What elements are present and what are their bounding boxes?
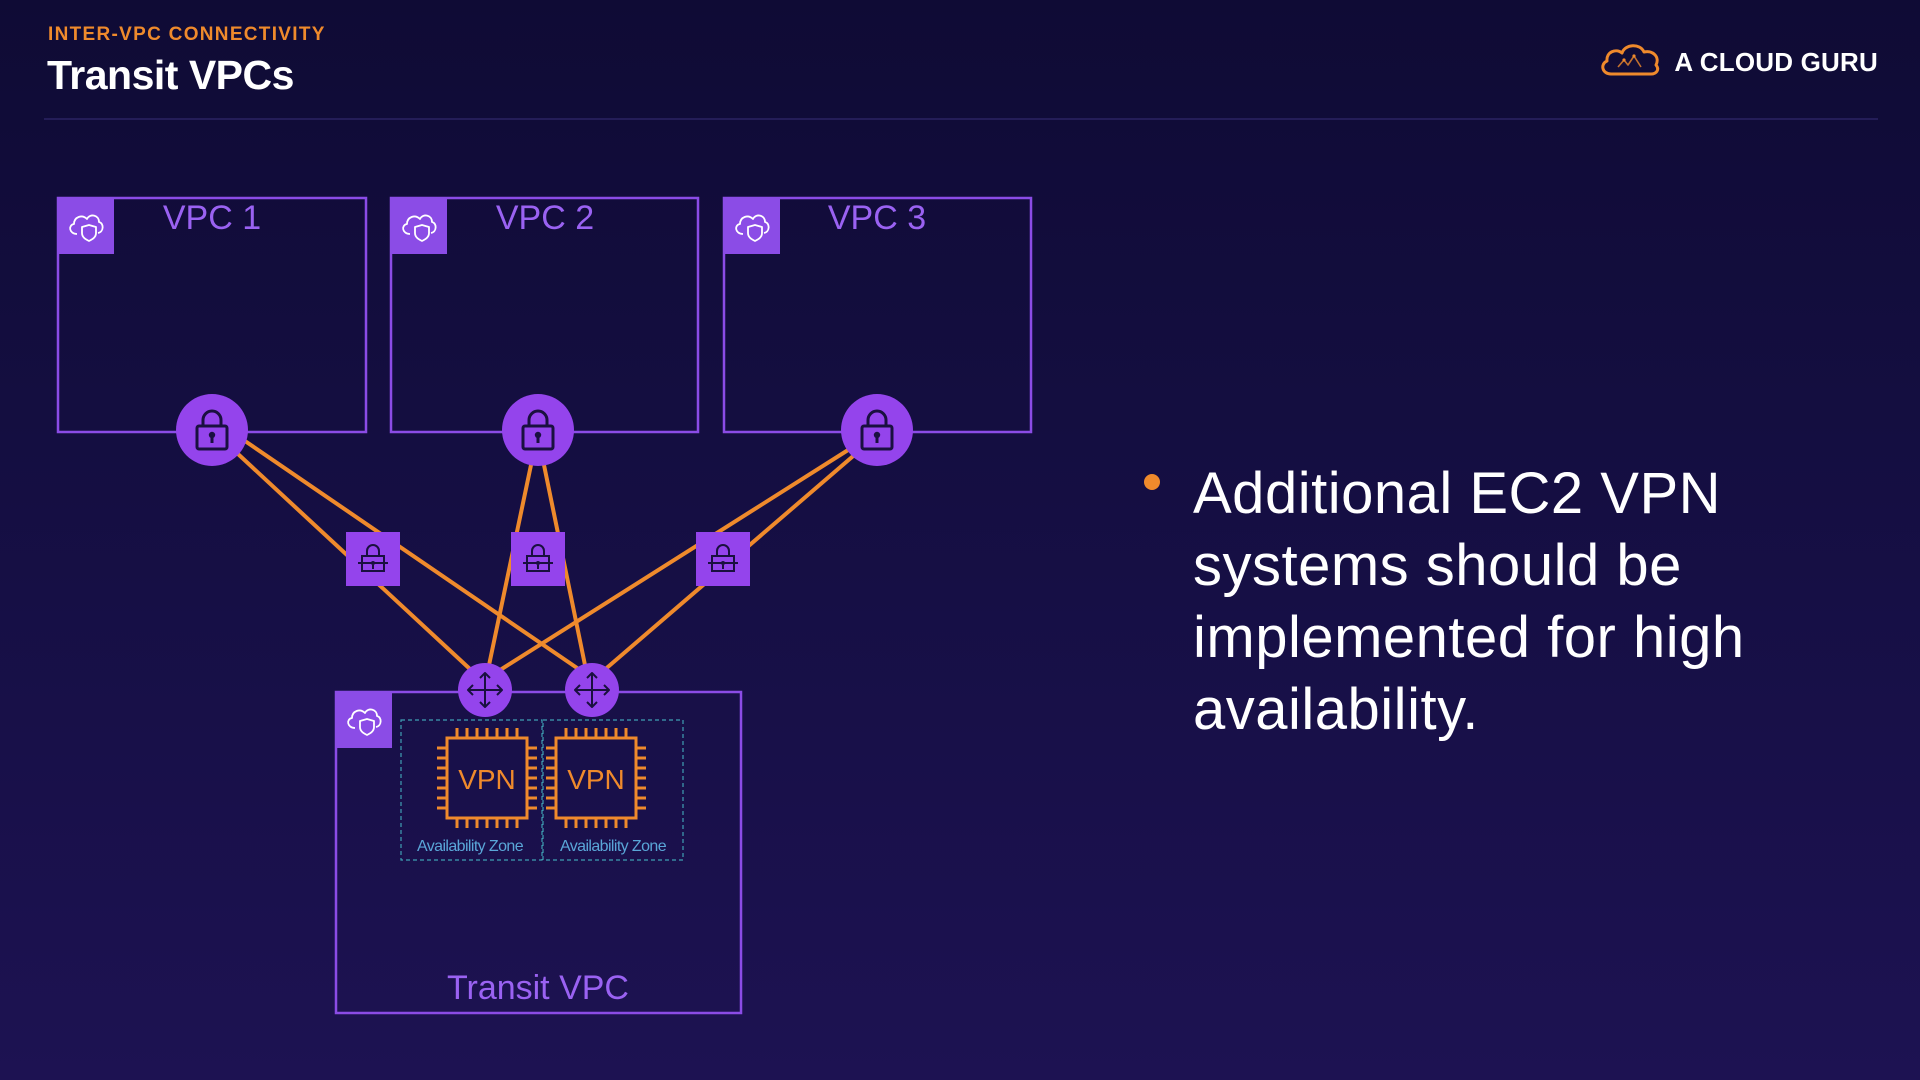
- section-eyebrow: INTER-VPC CONNECTIVITY: [48, 24, 326, 45]
- cloud-logo-icon: [1598, 40, 1662, 85]
- brand: A CLOUD GURU: [1598, 40, 1878, 85]
- vpn-connection-1: [346, 532, 400, 586]
- router-2: [565, 663, 619, 717]
- vpc-3-label: VPC 3: [828, 199, 926, 237]
- transit-vpc-label: Transit VPC: [447, 969, 629, 1007]
- vpn-connection-3: [696, 532, 750, 586]
- vpc-1-label: VPC 1: [163, 199, 261, 237]
- vpc-2-label: VPC 2: [496, 199, 594, 237]
- page-title: Transit VPCs: [47, 52, 294, 98]
- header-divider: [44, 118, 1878, 120]
- availability-zone-1-label: Availability Zone: [417, 838, 524, 855]
- transit-vpc: Transit VPC: [334, 690, 743, 1015]
- vpn-instance-1: VPN: [435, 726, 539, 830]
- bullet-text: Additional EC2 VPN systems should be imp…: [1193, 461, 1745, 742]
- vpc-1: VPC 1: [56, 196, 368, 434]
- vpc-3: VPC 3: [722, 196, 1033, 434]
- availability-zone-1: [400, 719, 543, 861]
- vpn-instance-label: VPN: [567, 764, 625, 795]
- vpn-connection-2: [511, 532, 565, 586]
- vpn-instance-2: VPN: [544, 726, 648, 830]
- router-1: [458, 663, 512, 717]
- availability-zone-2: [542, 719, 684, 861]
- brand-name: A CLOUD GURU: [1674, 47, 1878, 77]
- availability-zone-2-label: Availability Zone: [560, 838, 667, 855]
- vpn-gateway-1: [176, 394, 248, 466]
- vpn-gateway-3: [841, 394, 913, 466]
- vpn-instance-label: VPN: [458, 764, 516, 795]
- bullet-marker: [1144, 474, 1160, 490]
- vpn-gateway-2: [502, 394, 574, 466]
